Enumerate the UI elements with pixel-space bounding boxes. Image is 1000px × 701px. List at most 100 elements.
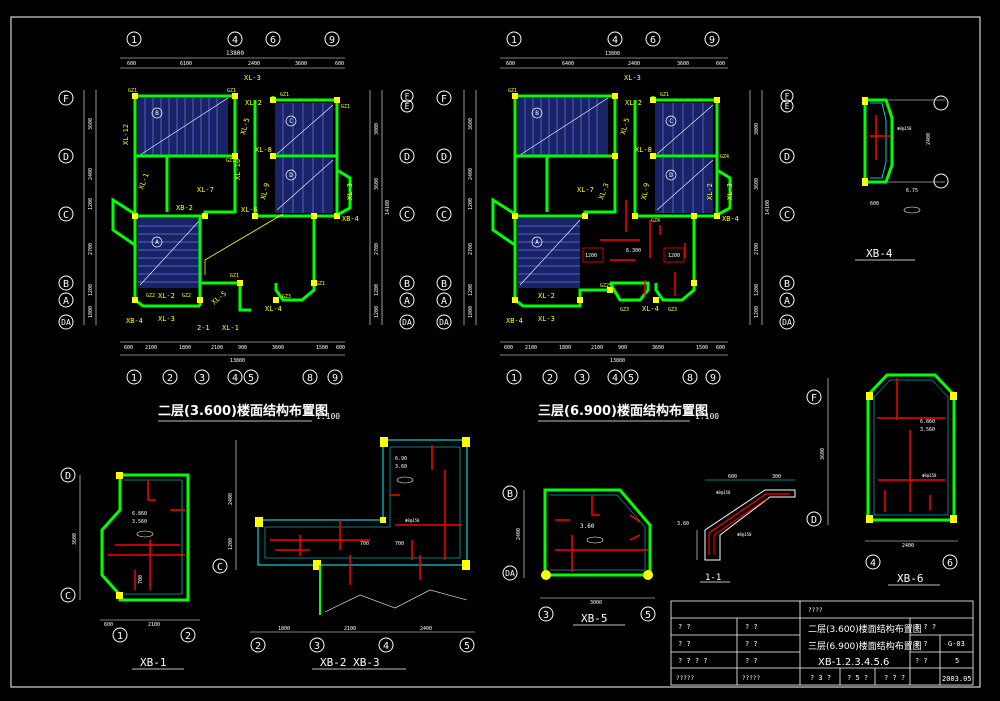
plan2-label-7: XL-5	[239, 117, 251, 135]
tb-drawing-name-1: 二层(3.600)楼面结构布置图	[808, 623, 922, 635]
tb-date: 2003.05	[942, 675, 972, 683]
plan2-slabmark-A: A	[155, 239, 159, 246]
plan3-raxis-E: E	[785, 102, 790, 111]
xb6-note-1: 3.560	[920, 427, 935, 433]
plan2-axis-DA: DA	[61, 318, 71, 327]
plan2-top-dim-3: 3600	[295, 61, 307, 67]
xb23-axis-3: 3	[314, 641, 320, 652]
plan2-label-11: XL-10	[234, 159, 242, 180]
tb-r1-3: ? ? ?	[915, 623, 936, 631]
plan2-baxis-8: 8	[307, 373, 313, 384]
plan2-axis-A: A	[63, 296, 69, 307]
plan2-right-total: 14100	[385, 200, 391, 215]
plan2-axis-C: C	[63, 210, 69, 221]
plan2-raxis-DA: DA	[402, 318, 412, 327]
detail-xb1: D C 1 2 6.860 3.560 700 3600 600 2100 XB…	[60, 467, 200, 670]
xb1-note-2: 700	[138, 575, 144, 584]
plan2-label-19: GZ1	[230, 273, 239, 279]
plan3-label-0: XL-3	[624, 74, 641, 82]
plan2-slabmark-C: C	[289, 118, 293, 125]
tb-r4-2: ? 3 ?	[810, 674, 831, 682]
plan3-bdim-7: 600	[716, 345, 725, 351]
plan2-bdim-5: 3600	[272, 345, 284, 351]
xb23-note-0: 6.90	[395, 456, 407, 462]
xb6-axis-F: F	[811, 393, 817, 404]
plan3-label-6: GZ4	[720, 154, 729, 160]
plan3-label-19: GZ3	[620, 307, 629, 313]
plan2-baxis-9: 9	[332, 373, 338, 384]
plan3-top-dim-0: 600	[506, 61, 515, 67]
tb-r3-0: ? ? ? ?	[678, 657, 708, 665]
tb-r4-3: ? 5 ?	[847, 674, 868, 682]
plan2-left-dim-2: 1200	[88, 198, 94, 210]
plan2-bdim-4: 900	[238, 345, 247, 351]
plan3-label-12: XB-4	[722, 215, 739, 223]
plan3-axis-A: A	[441, 296, 447, 307]
plan3-rebar	[600, 200, 686, 296]
xb1-title: XB-1	[140, 656, 167, 669]
plan2-title: 二层(3.600)楼面结构布置图	[158, 403, 328, 419]
plan3-left-dim-4: 1200	[468, 284, 474, 296]
plan3-axis-B: B	[441, 279, 447, 290]
xb23-note-4: Φ8@150	[405, 518, 420, 523]
xb5-axis-DA: DA	[505, 569, 515, 578]
xb6-axis-D: D	[811, 515, 817, 526]
plan2-slabs: B C D A	[138, 97, 334, 288]
plan2-axis-B: B	[63, 279, 69, 290]
plan2-label-27: XL-1	[222, 324, 239, 332]
xb1-axis-2: 2	[185, 631, 191, 642]
xb1-note-0: 6.860	[132, 511, 147, 517]
xb1-dim-1: 600	[104, 622, 113, 628]
detail-section-1-1: 600 300 Φ8@150 Φ8@150 3.60 1-1	[677, 474, 796, 583]
plan3-raxis-A: A	[784, 296, 790, 307]
xb5-axis-3: 3	[543, 610, 549, 621]
xb1-axis-D: D	[65, 471, 71, 482]
plan2-top-total: 13800	[226, 50, 244, 57]
plan3-axis-C: C	[441, 210, 447, 221]
plan3-top-axis-4: 4	[612, 35, 618, 46]
title-block	[670, 600, 974, 686]
tb-drawing-name-2: 三层(6.900)楼面结构布置图	[808, 640, 922, 652]
plan3-label-1: GZ1	[508, 88, 517, 94]
plan2-right-dim-0: 3000	[374, 123, 380, 135]
sec11-note-0: Φ8@150	[716, 490, 731, 495]
plan3-label-14: XL-2	[538, 292, 555, 300]
plan2-label-21: XL-3	[158, 315, 175, 323]
plan2-label-29: GZ1	[226, 158, 235, 164]
tb-sheet-count: 5	[955, 657, 959, 665]
tb-r3-1: ? ?	[745, 657, 758, 665]
plan3-title: 三层(6.900)楼面结构布置图	[538, 403, 708, 419]
plan2-bottom-grid: 1 2 3 4 5 8 9 600 2100 1800 2100 900 360…	[120, 341, 345, 385]
xb4-note-0: 6.75	[906, 188, 918, 194]
plan3-note-1: 1200	[585, 253, 597, 259]
plan3-top-axis-6: 6	[650, 35, 656, 46]
xb6-dim-1: 2400	[902, 543, 914, 549]
plan2-label-10: XL-7	[197, 186, 214, 194]
plan2-label-1: XL-2	[245, 99, 262, 107]
plan2-label-15: XB-4	[342, 215, 359, 223]
plan2-label-6: XL-12	[122, 124, 130, 145]
plan2-columns	[132, 93, 340, 303]
sec11-dim-0: 600	[728, 474, 737, 480]
title-block-text: ???? ? ? ? ? 二层(3.600)楼面结构布置图 ? ? ? ? ? …	[676, 607, 972, 683]
plan2-top-dim-0: 600	[127, 61, 136, 67]
plan3-top-total: 13800	[605, 51, 620, 57]
plan3-slabmark-D: D	[669, 172, 673, 179]
xb6-axis-4: 4	[870, 558, 876, 569]
plan3-top-axis-9: 9	[709, 35, 715, 46]
plan2-btotal: 13800	[230, 358, 245, 364]
plan2-top-dim-4: 600	[335, 61, 344, 67]
plan2-left-dim-0: 3600	[88, 118, 94, 130]
xb1-dim-2: 2100	[148, 622, 160, 628]
xb4-dim-1: 600	[870, 201, 879, 207]
xb23-axis-4: 4	[383, 641, 389, 652]
xb23-axis-2: 2	[255, 641, 261, 652]
plan3-raxis-B: B	[784, 279, 790, 290]
plan2-right-dim-3: 1200	[374, 284, 380, 296]
plan2-label-14: XB-2	[176, 204, 193, 212]
plan3-left-dim-1: 2400	[468, 168, 474, 180]
plan2-top-axis-1: 1	[131, 35, 137, 46]
plan2-label-5: GZ1	[341, 104, 350, 110]
plan2-top-dim-2: 2400	[248, 61, 260, 67]
xb23-title: XB-2 XB-3	[320, 656, 380, 669]
